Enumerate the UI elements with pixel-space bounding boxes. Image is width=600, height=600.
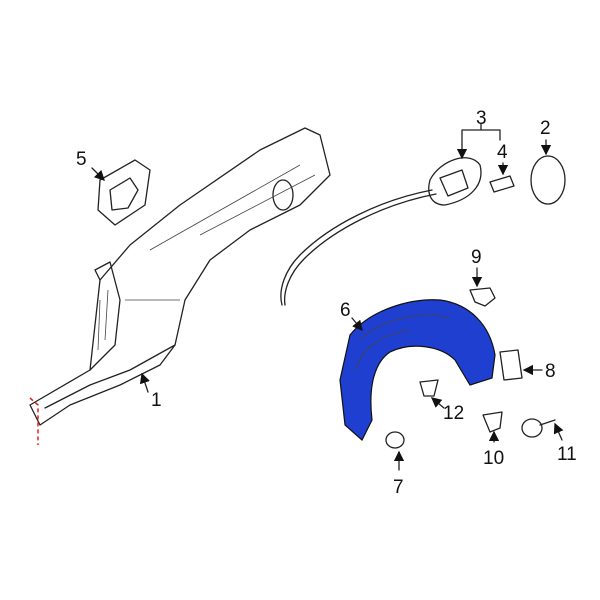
callout-7: 7: [393, 477, 404, 498]
callout-1: 1: [151, 390, 162, 411]
clip-7: [385, 431, 405, 449]
callout-3: 3: [476, 108, 487, 129]
fuel-door-housing: [97, 159, 151, 226]
fuel-door-cap: [530, 155, 566, 205]
callout-8: 8: [545, 361, 556, 382]
wheel-liner: [339, 299, 496, 441]
callout-4: 4: [497, 142, 508, 163]
callout-12: 12: [443, 403, 464, 424]
wheel-liner-shape: [339, 299, 496, 441]
callout-5: 5: [76, 149, 87, 170]
fuel-door-assembly: [280, 157, 482, 306]
clip-4: [489, 175, 515, 193]
callout-2: 2: [540, 118, 551, 139]
nut-8: [499, 349, 523, 381]
cut-line: [29, 397, 39, 445]
callout-10: 10: [483, 448, 504, 469]
callout-11: 11: [557, 444, 577, 465]
push-pin-11: [521, 418, 543, 438]
quarter-panel: [29, 127, 331, 426]
callout-9: 9: [471, 247, 482, 268]
leader-lines: [91, 123, 564, 471]
clip-12: [419, 379, 439, 397]
fasteners: [385, 287, 556, 449]
clip-9: [469, 287, 496, 307]
callout-6: 6: [340, 300, 351, 321]
clip-10: [482, 411, 503, 433]
